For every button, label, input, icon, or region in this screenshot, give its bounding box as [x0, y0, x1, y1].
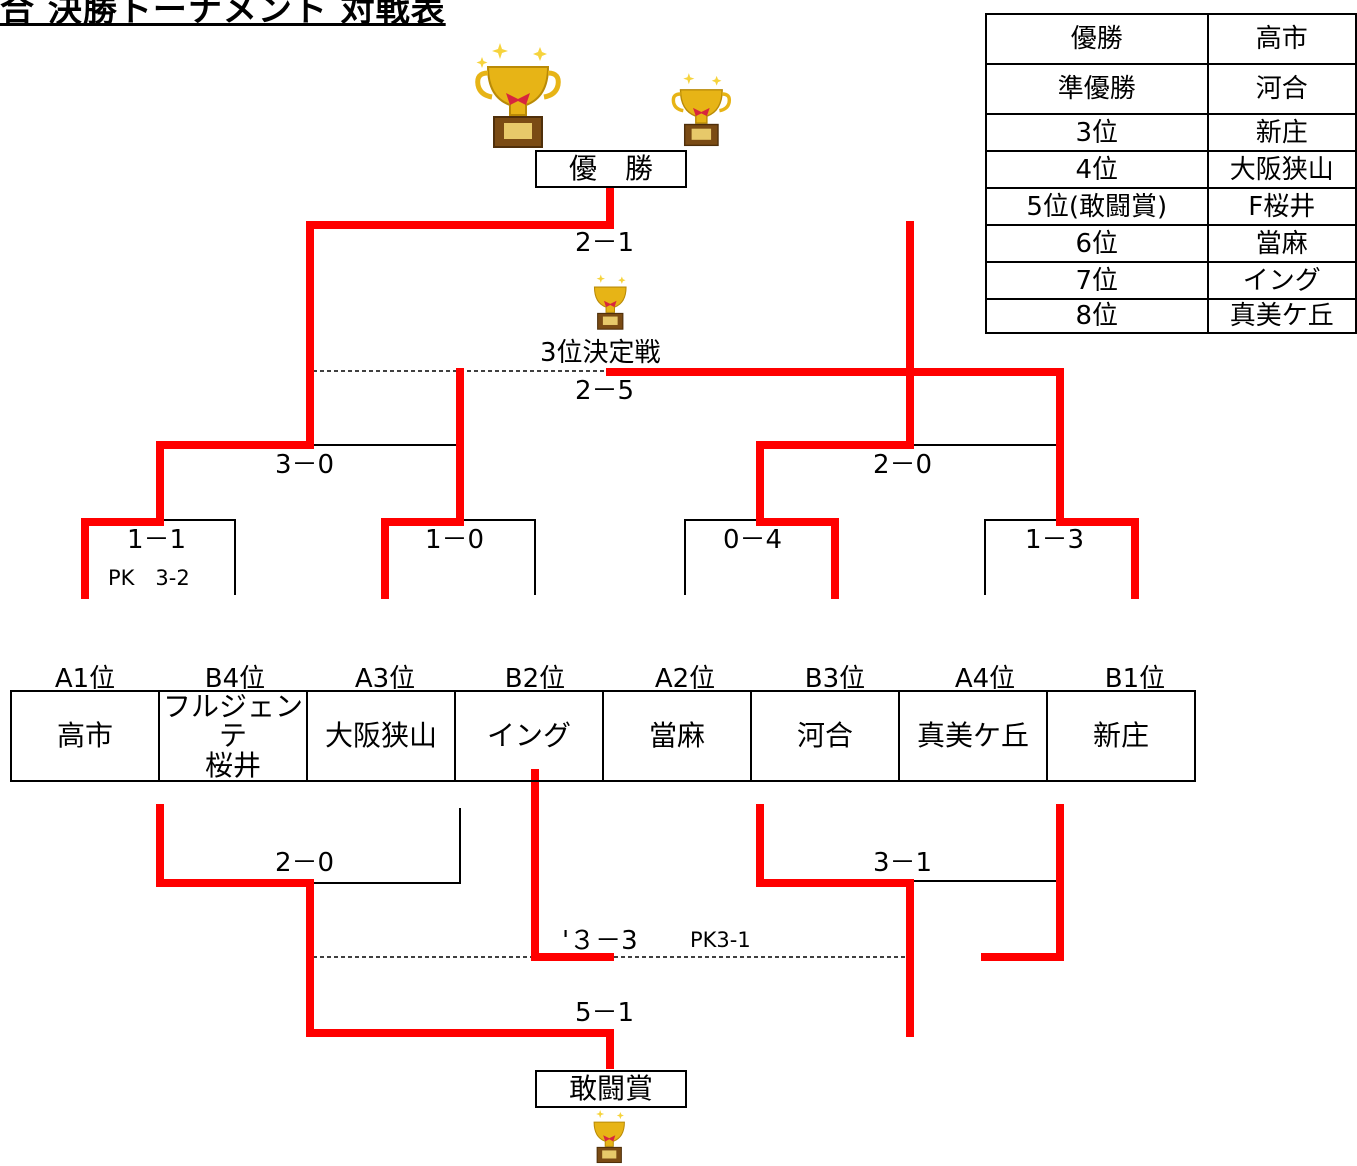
team-cell: イング — [454, 689, 604, 783]
rank-cell: 4位 — [985, 150, 1209, 189]
team-cell: 新庄 — [1046, 689, 1196, 783]
trophy-icon — [593, 274, 627, 330]
fighting-spirit-label: 敢闘賞 — [535, 1070, 687, 1108]
team-cell: 真美ケ丘 — [1206, 298, 1357, 334]
semi-right-score: 2－0 — [873, 450, 933, 480]
lower-playoff-score: '３－3 — [562, 926, 664, 956]
team-cell: 大阪狭山 — [1206, 150, 1357, 189]
trophy-icon — [671, 73, 732, 147]
final-score: 2－1 — [575, 228, 635, 258]
qf1-score: 1－1 — [127, 525, 187, 555]
seed-label: B3位 — [804, 664, 866, 694]
team-cell: 大阪狭山 — [306, 689, 456, 783]
trophy-icon — [475, 43, 561, 148]
lower-left-line — [310, 808, 461, 884]
team-cell: 高市 — [1206, 13, 1357, 65]
seed-label: A1位 — [54, 664, 116, 694]
seed-label: B4位 — [204, 664, 266, 694]
win-path-kawai-lower — [756, 804, 914, 1037]
semi-left-score: 3－0 — [275, 450, 335, 480]
team-cell: 當麻 — [602, 689, 752, 783]
champion-label: 優 勝 — [535, 150, 687, 188]
rank-cell: 8位 — [985, 298, 1209, 334]
team-cell: 真美ケ丘 — [898, 689, 1048, 783]
rank-cell: 3位 — [985, 113, 1209, 152]
third-place-match-label: 3位決定戦 — [540, 338, 661, 368]
team-cell: 高市 — [10, 689, 160, 783]
team-cell: イング — [1206, 261, 1357, 300]
seed-label: B1位 — [1104, 664, 1166, 694]
team-cell: F桜井 — [1206, 187, 1357, 226]
win-path-shinjo-lower — [981, 804, 1064, 961]
rank-cell: 優勝 — [985, 13, 1209, 65]
qf3-score: 0－4 — [723, 525, 783, 555]
trophy-icon — [593, 1109, 625, 1164]
win-path-sakurai — [156, 804, 614, 1069]
page-title: 合 決勝トーナメント 対戦表 — [0, 0, 446, 30]
seed-label: A2位 — [654, 664, 716, 694]
team-cell: フルジェンテ 桜井 — [158, 689, 308, 783]
team-cell: 河合 — [750, 689, 900, 783]
third-place-score: 2－5 — [575, 376, 635, 406]
win-path-osakasayama — [381, 368, 464, 599]
seed-label: A4位 — [954, 664, 1016, 694]
win-path-shinjo — [606, 368, 1139, 599]
seed-label: B2位 — [504, 664, 566, 694]
qf2-score: 1－0 — [425, 525, 485, 555]
rank-cell: 7位 — [985, 261, 1209, 300]
team-cell: 新庄 — [1206, 113, 1357, 152]
lower-right-score: 3－1 — [873, 848, 933, 878]
seed-label: A3位 — [354, 664, 416, 694]
qf1-pk-score: PK 3-2 — [108, 566, 190, 590]
standings-table: 優勝高市 準優勝河合 3位新庄 4位大阪狭山 5位(敢闘賞)F桜井 6位當麻 7… — [985, 13, 1357, 334]
rank-cell: 準優勝 — [985, 63, 1209, 115]
lower-final-score: 5－1 — [575, 998, 635, 1028]
team-cell: 當麻 — [1206, 224, 1357, 263]
seed-row: A1位 B4位 A3位 B2位 A2位 B3位 A4位 B1位 — [10, 658, 1210, 695]
qf4-score: 1－3 — [1025, 525, 1085, 555]
win-path-ing — [531, 769, 614, 961]
team-cell: 河合 — [1206, 63, 1357, 115]
lower-playoff-pk-score: PK3-1 — [690, 928, 751, 952]
team-table: 高市 フルジェンテ 桜井 大阪狭山 イング 當麻 河合 真美ケ丘 新庄 — [10, 689, 1196, 783]
win-path-takaichi — [81, 186, 614, 599]
lower-left-score: 2－0 — [275, 848, 335, 878]
rank-cell: 6位 — [985, 224, 1209, 263]
rank-cell: 5位(敢闘賞) — [985, 187, 1209, 226]
win-path-kawai — [756, 221, 914, 599]
